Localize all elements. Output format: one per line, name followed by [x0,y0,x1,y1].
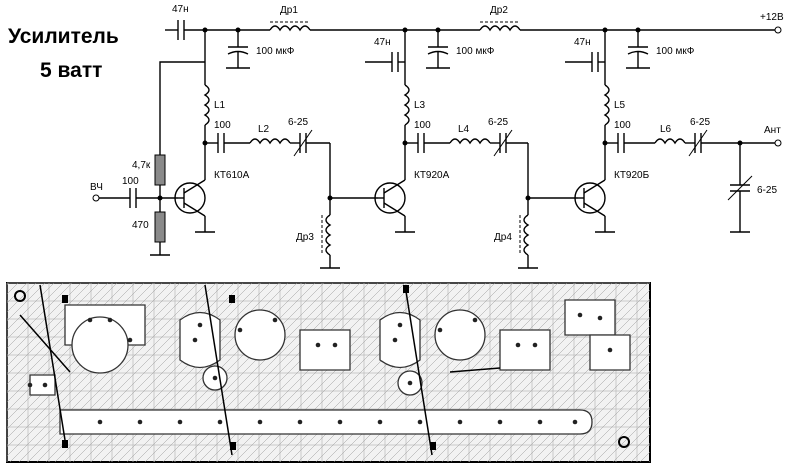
l5-label: L5 [614,100,626,111]
transistor-q1 [174,179,215,233]
output-network [602,129,782,233]
c-dec2-label: 47н [374,37,391,48]
c-c2-label: 100 [414,120,431,131]
l4-label: L4 [458,124,470,135]
q1-label: КТ610А [214,170,250,181]
pcb-layout-sketch [6,282,651,463]
q2-label: КТ920А [414,170,450,181]
transistor-q2 [374,179,415,233]
c-bulk2-label: 100 мкФ [456,46,495,57]
tc3-label: 6-25 [690,117,710,128]
tc4-label: 6-25 [757,185,777,196]
supply-terminal [774,26,782,34]
c-c3-label: 100 [614,120,631,131]
title-line-2: 5 ватт [40,59,102,82]
c-c1-label: 100 [214,120,231,131]
c-bulk3-label: 100 мкФ [656,46,695,57]
bias-network [150,61,205,256]
decoupling-capacitors [365,52,605,72]
dr2-label: Др2 [490,5,508,16]
r2-label: 470 [132,220,149,231]
c-bulk1-label: 100 мкФ [256,46,295,57]
l2-label: L2 [258,124,270,135]
dr4-label: Др4 [494,232,512,243]
bulk-capacitors [226,30,650,69]
output-label: Ант [764,125,781,136]
input-label: ВЧ [90,182,103,193]
tc2-label: 6-25 [488,117,508,128]
l6-label: L6 [660,124,672,135]
q3-label: КТ920Б [614,170,650,181]
l1-label: L1 [214,100,226,111]
tc1-label: 6-25 [288,117,308,128]
c-in-label: 100 [122,176,139,187]
supply-label: +12В [760,12,784,23]
c-dec3-label: 47н [574,37,591,48]
supply-rail [165,20,782,40]
interstage-1 [202,129,378,269]
transistor-q3 [574,179,615,233]
l3-label: L3 [414,100,426,111]
dr1-label: Др1 [280,5,298,16]
input-network [92,188,178,208]
r1-label: 4,7к [132,160,151,171]
collector-chokes [203,30,610,180]
antenna-terminal [774,139,782,147]
dr3-label: Др3 [296,232,314,243]
interstage-2 [402,129,578,269]
c-top-label: 47н [172,4,189,15]
title-line-1: Усилитель [8,25,119,48]
pcb-via-dots [27,312,613,425]
